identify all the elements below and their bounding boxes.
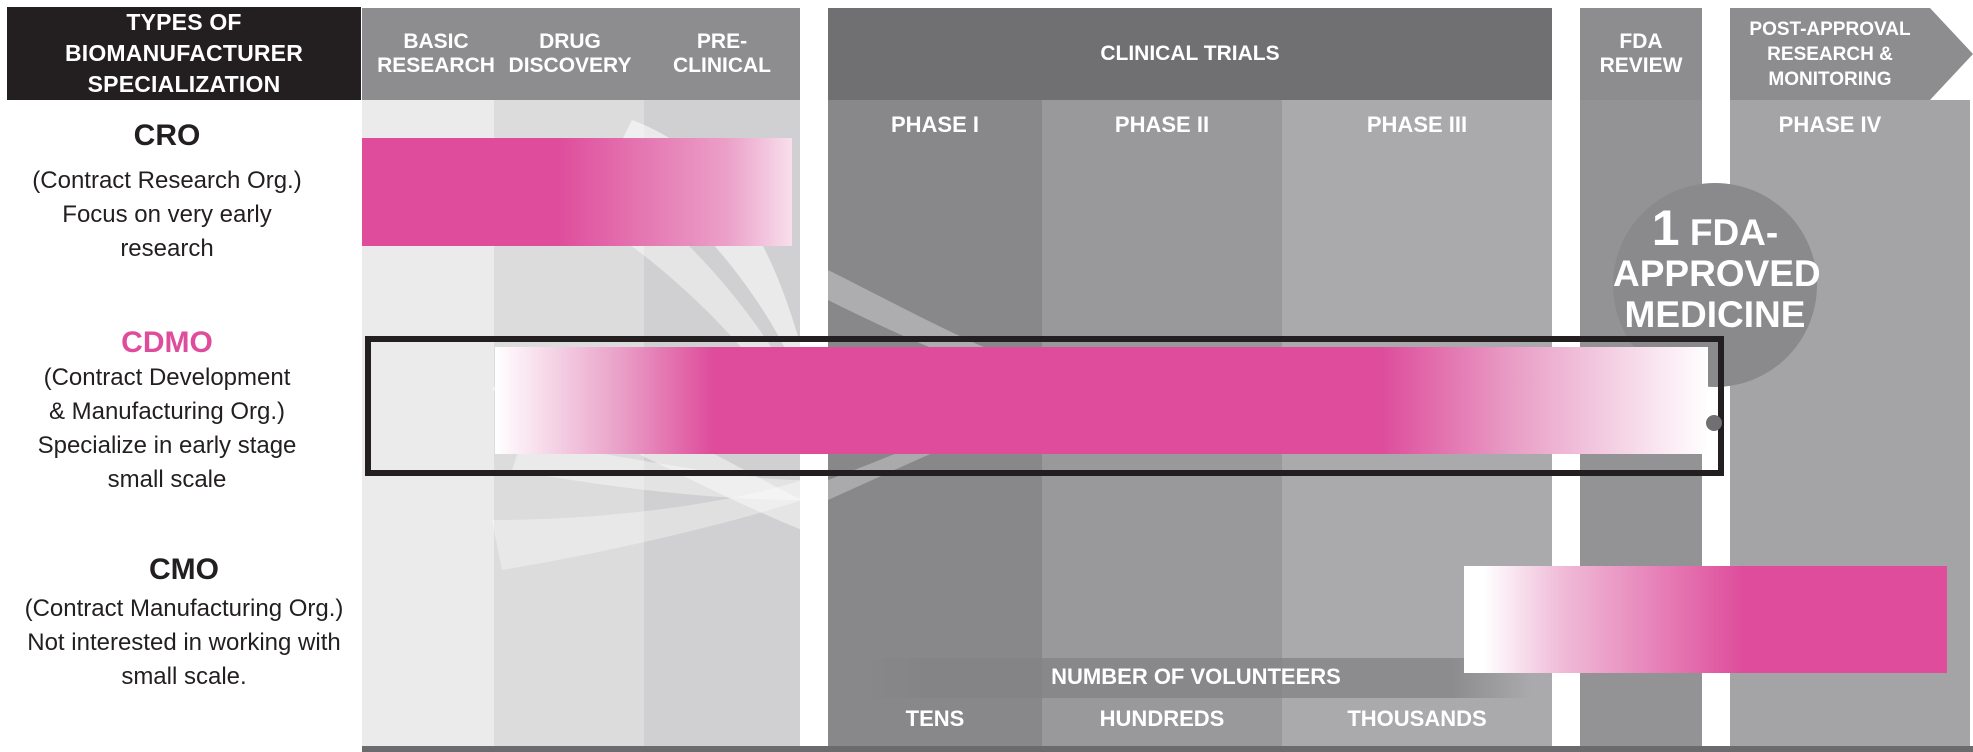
phase-2-label: PHASE II bbox=[1114, 112, 1210, 137]
stage-drug-discovery-line: DRUG bbox=[539, 30, 601, 53]
arrow-head-icon bbox=[1930, 8, 1973, 100]
fda-approved-line: MEDICINE bbox=[1624, 294, 1806, 335]
milestone-ind-submitted: IND SUBMITTED bbox=[804, 576, 826, 733]
phase-3-label: PHASE III bbox=[1366, 112, 1468, 137]
stage-preclinical: PRE-CLINICAL bbox=[644, 8, 800, 100]
stage-fda-review-line: REVIEW bbox=[1599, 54, 1683, 77]
org-cdmo-desc: (Contract Development & Manufacturing Or… bbox=[0, 361, 334, 497]
org-cmo: CMO (Contract Manufacturing Org.) Not in… bbox=[0, 552, 368, 694]
cro-coverage-bar bbox=[362, 138, 792, 246]
stage-basic-research-line: RESEARCH bbox=[377, 54, 495, 77]
cdmo-highlight-box bbox=[365, 336, 1724, 476]
fda-approved-line: FDA- bbox=[1689, 212, 1779, 253]
fda-approved-line: APPROVED bbox=[1613, 253, 1821, 294]
timeline-dot bbox=[1706, 415, 1722, 431]
volunteers-count-thousands: THOUSANDS bbox=[1347, 706, 1487, 731]
org-cmo-desc-line: Not interested in working with bbox=[27, 629, 341, 656]
org-cro: CRO (Contract Research Org.) Focus on ve… bbox=[0, 118, 334, 266]
volunteers-title: NUMBER OF VOLUNTEERS bbox=[1051, 664, 1341, 689]
org-cmo-desc: (Contract Manufacturing Org.) Not intere… bbox=[0, 592, 368, 694]
org-cdmo-desc-line: & Manufacturing Org.) bbox=[48, 398, 286, 425]
stage-fda-review-line: FDA bbox=[1619, 30, 1663, 53]
phase-4-label: PHASE IV bbox=[1778, 112, 1882, 137]
volunteers-count-hundreds: HUNDREDS bbox=[1099, 706, 1225, 731]
stage-preclinical-line: PRE- bbox=[696, 30, 748, 53]
stage-post-approval-line: POST-APPROVAL bbox=[1749, 18, 1911, 40]
volunteers-strip bbox=[860, 658, 1532, 698]
volunteers-count-tens: TENS bbox=[905, 706, 965, 731]
stage-drug-discovery-line: DISCOVERY bbox=[508, 54, 632, 77]
cmo-coverage-bar bbox=[1464, 566, 1947, 673]
legend-header: TYPES OF BIOMANUFACTURER SPECIALIZATION bbox=[7, 7, 361, 100]
stage-post-approval: POST-APPROVAL RESEARCH & MONITORING bbox=[1730, 8, 1930, 100]
org-cro-desc-line: Focus on very early bbox=[62, 201, 272, 228]
stage-clinical-trials: CLINICAL TRIALS bbox=[828, 8, 1552, 100]
org-cmo-desc-line: small scale. bbox=[121, 663, 247, 690]
funnel-streak bbox=[492, 480, 802, 570]
org-cro-desc: (Contract Research Org.) Focus on very e… bbox=[0, 164, 334, 266]
org-cro-desc-line: (Contract Research Org.) bbox=[32, 167, 302, 194]
fda-approved-number: 1 bbox=[1651, 200, 1680, 256]
clinical-trials-header bbox=[828, 8, 1552, 100]
arrow-head-shape bbox=[1930, 8, 1973, 100]
org-cro-desc-line: research bbox=[120, 235, 214, 262]
cdmo-coverage-bar bbox=[495, 347, 1708, 454]
stage-preclinical-line: CLINICAL bbox=[673, 54, 771, 77]
phase-1-label: PHASE I bbox=[890, 112, 980, 137]
stage-post-approval-line: RESEARCH & bbox=[1767, 43, 1893, 65]
org-cdmo-desc-line: small scale bbox=[107, 466, 227, 493]
org-cdmo: CDMO (Contract Development & Manufacturi… bbox=[0, 325, 334, 497]
stage-clinical-trials-label: CLINICAL TRIALS bbox=[1100, 42, 1280, 65]
legend-header-line-1: TYPES OF BIOMANUFACTURER bbox=[64, 9, 304, 66]
org-cmo-desc-line: (Contract Manufacturing Org.) bbox=[24, 595, 344, 622]
org-cmo-name: CMO bbox=[149, 553, 219, 586]
org-cdmo-desc-line: (Contract Development bbox=[43, 364, 291, 391]
bottom-baseline bbox=[362, 746, 1973, 752]
org-cdmo-name: CDMO bbox=[121, 326, 213, 359]
fda-approved-text: 1 FDA- APPROVED MEDICINE bbox=[1613, 203, 1821, 335]
org-cro-name: CRO bbox=[133, 119, 201, 152]
legend-header-line-2: SPECIALIZATION bbox=[87, 71, 281, 97]
stage-basic-research-line: BASIC bbox=[403, 30, 469, 53]
stage-post-approval-line: MONITORING bbox=[1768, 68, 1892, 90]
org-cdmo-desc-line: Specialize in early stage bbox=[37, 432, 297, 459]
